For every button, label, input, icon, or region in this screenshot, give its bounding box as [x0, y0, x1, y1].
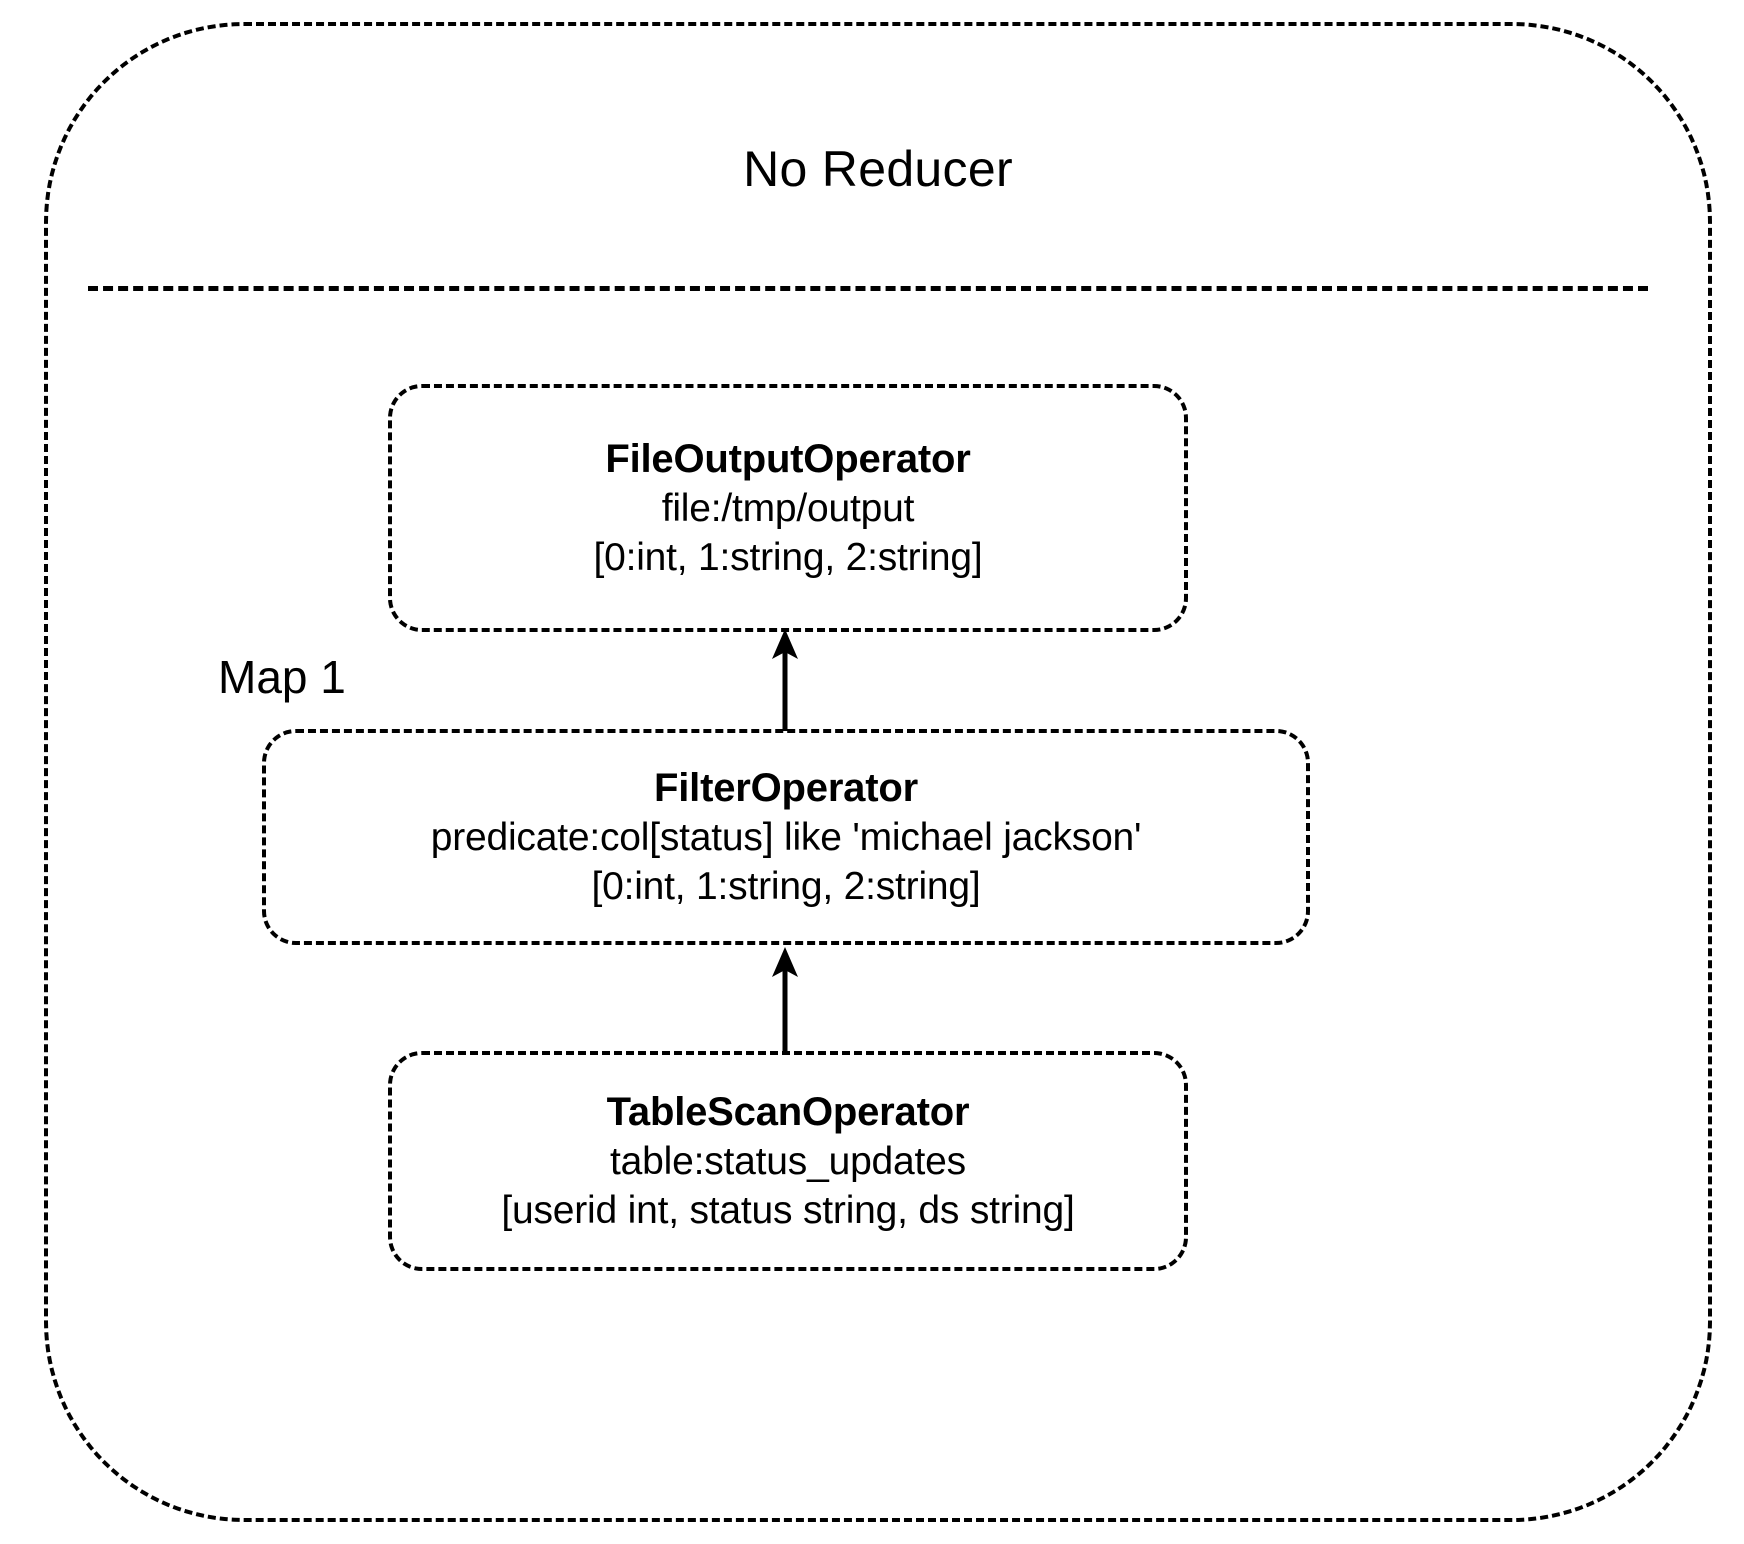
operator-title: TableScanOperator: [606, 1089, 970, 1134]
operator-schema: [0:int, 1:string, 2:string]: [591, 865, 981, 909]
operator-detail: table:status_updates: [610, 1140, 966, 1184]
arrow-filter-to-file-output-icon: [772, 629, 798, 731]
vertex-label-map-1: Map 1: [218, 651, 346, 703]
operator-detail: predicate:col[status] like 'michael jack…: [430, 816, 1142, 860]
operator-node-table-scan-operator[interactable]: TableScanOperator table:status_updates […: [388, 1051, 1188, 1271]
operator-title: FileOutputOperator: [605, 436, 971, 481]
operator-detail: file:/tmp/output: [661, 487, 915, 531]
arrow-table-scan-to-filter-icon: [772, 947, 798, 1051]
operator-schema: [0:int, 1:string, 2:string]: [593, 536, 983, 580]
stage-divider: [88, 286, 1648, 291]
operator-node-filter-operator[interactable]: FilterOperator predicate:col[status] lik…: [262, 729, 1310, 945]
operator-schema: [userid int, status string, ds string]: [501, 1189, 1075, 1233]
operator-title: FilterOperator: [654, 765, 918, 810]
stage-container-no-reducer: [44, 22, 1712, 1522]
operator-node-file-output-operator[interactable]: FileOutputOperator file:/tmp/output [0:i…: [388, 384, 1188, 632]
stage-title: No Reducer: [743, 141, 1013, 197]
